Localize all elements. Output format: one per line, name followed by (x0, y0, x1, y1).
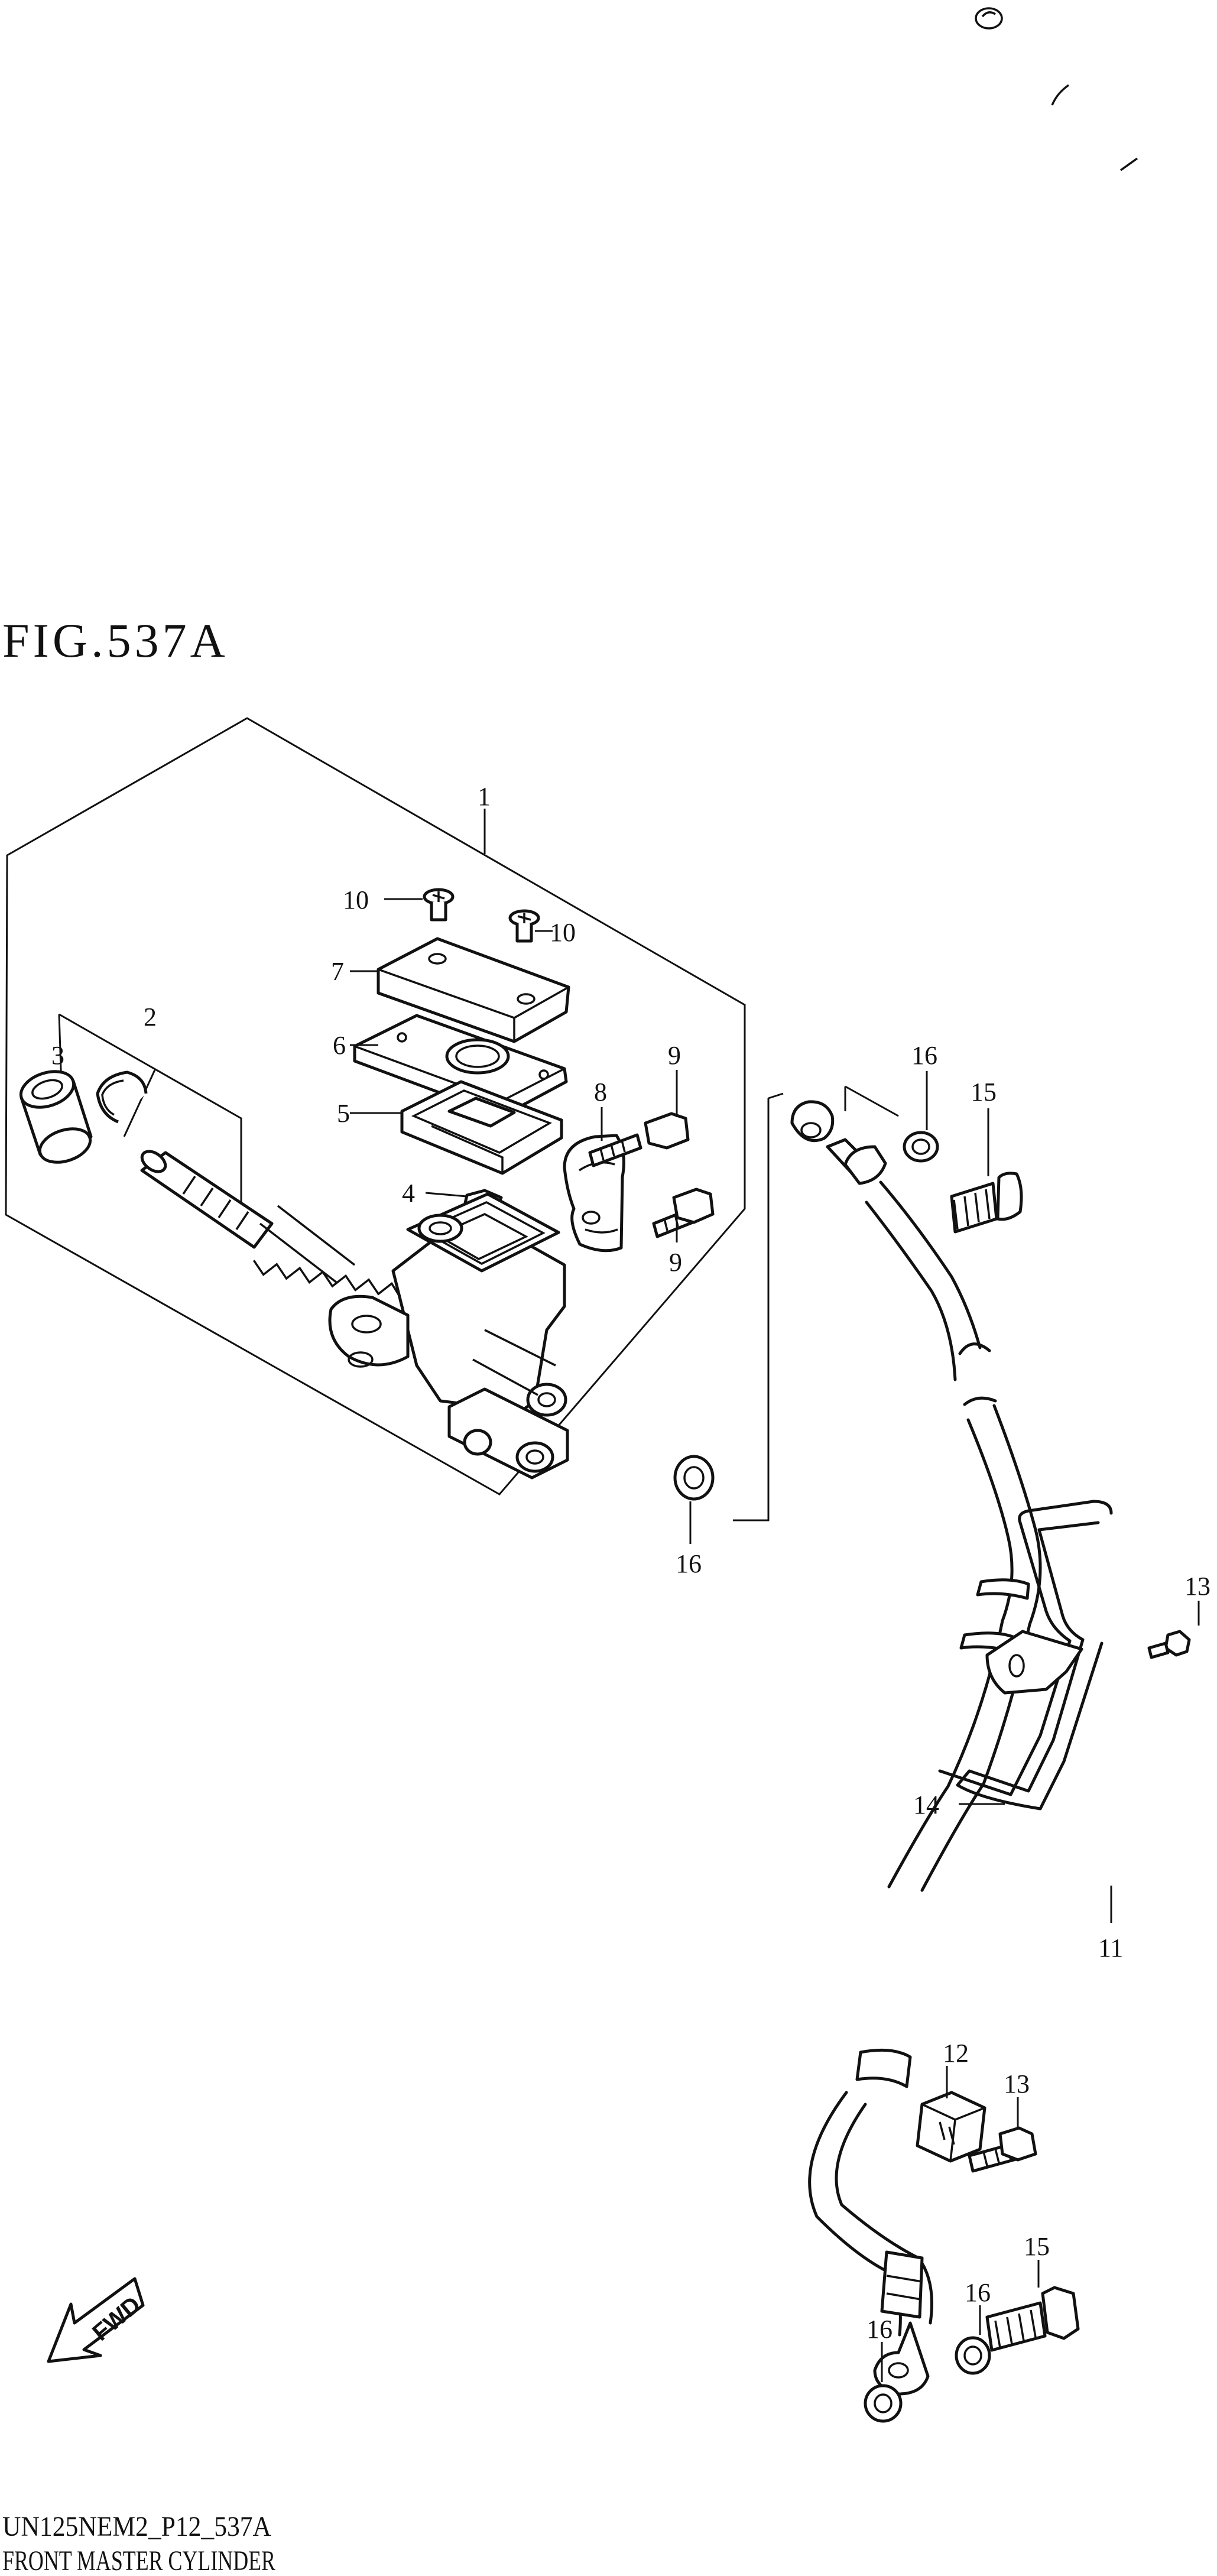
clamp-bolt-small (968, 2126, 1037, 2173)
hose-joint-frame (733, 1085, 899, 1521)
callout-16b: 16 (676, 1549, 702, 1578)
callout-5: 5 (337, 1099, 350, 1128)
diagram-name: FRONT MASTER CYLINDER (2, 2545, 275, 2576)
callout-9b: 9 (669, 1248, 682, 1277)
union-bolt-lower (985, 2286, 1080, 2352)
corner-marks (975, 7, 1138, 171)
clamp-bolt-upper (588, 1112, 690, 1167)
diaphragm (400, 1080, 563, 1175)
callout-14: 14 (913, 1790, 939, 1819)
leader-lines (350, 809, 1200, 2382)
gasket-lower-b (864, 2384, 903, 2423)
callout-6: 6 (333, 1031, 346, 1060)
callouts: 1 2 3 4 5 6 7 8 9 9 10 10 11 12 13 13 14… (51, 782, 1210, 2344)
hose-guide (938, 1500, 1113, 1811)
cap-screw-a (423, 888, 455, 922)
gasket-upper (903, 1131, 939, 1163)
callout-11: 11 (1098, 1933, 1123, 1962)
callout-13a: 13 (1184, 1572, 1210, 1601)
reservoir-cap (377, 937, 570, 1043)
guide-bolt-upper (1147, 1630, 1191, 1659)
callout-7: 7 (331, 957, 344, 986)
return-spring (252, 1205, 401, 1297)
callout-12: 12 (943, 2039, 969, 2068)
gasket-lower-a (955, 2336, 991, 2375)
callout-9a: 9 (668, 1041, 681, 1070)
callout-1: 1 (478, 782, 491, 811)
callout-8: 8 (594, 1078, 607, 1107)
assembly-frame (5, 717, 746, 1495)
callout-4: 4 (402, 1179, 415, 1208)
piston-boot (19, 1070, 93, 1164)
union-bolt-upper (950, 1172, 1023, 1234)
callout-16a: 16 (911, 1041, 937, 1070)
gasket-cylinder (673, 1455, 715, 1501)
callout-16d: 16 (866, 2315, 893, 2344)
clamp-bolt-lower (652, 1188, 715, 1238)
figure-title: FIG.537A (2, 614, 229, 667)
fwd-arrow-icon: FWD (47, 2277, 145, 2363)
callout-13b: 13 (1004, 2069, 1030, 2098)
piston (140, 1150, 274, 1249)
diagram-code: UN125NEM2_P12_537A (2, 2511, 271, 2542)
callout-10a: 10 (343, 885, 369, 914)
circlip (96, 1070, 148, 1124)
brake-hose (790, 1100, 1042, 2396)
callout-2: 2 (144, 1003, 157, 1031)
cap-screw-b (508, 909, 540, 943)
callout-10b: 10 (550, 918, 576, 947)
callout-16c: 16 (965, 2278, 991, 2307)
callout-15a: 15 (971, 1078, 997, 1107)
master-cylinder-body (328, 1192, 569, 1480)
callout-3: 3 (51, 1041, 64, 1070)
hose-clamp (916, 2091, 986, 2163)
seal-kit-bracket (58, 1013, 242, 1210)
holder-clamp (563, 1134, 625, 1253)
callout-15b: 15 (1024, 2232, 1050, 2261)
